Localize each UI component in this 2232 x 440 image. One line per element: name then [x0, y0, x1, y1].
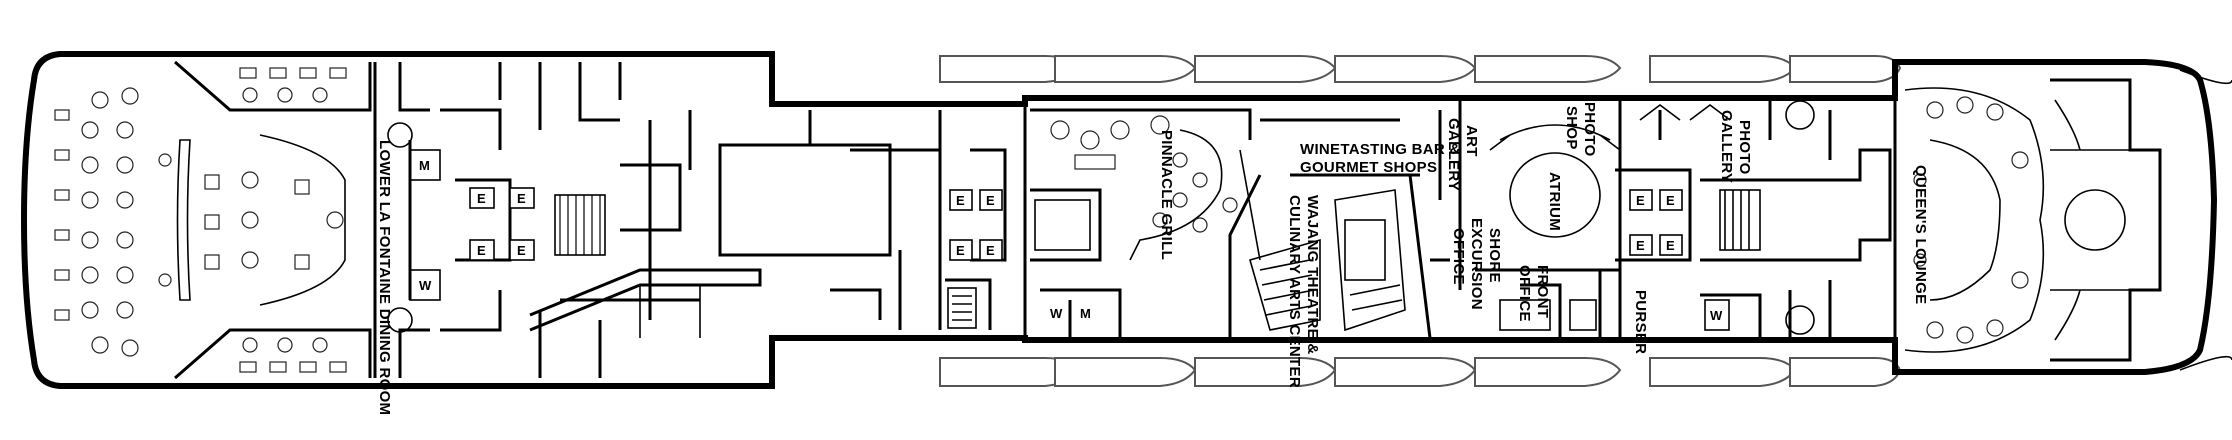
elevator-icon: E	[477, 191, 486, 206]
hull	[20, 51, 2232, 389]
restroom-women-icon: W	[1050, 306, 1063, 321]
forward-core	[1615, 100, 1892, 338]
winetasting-bar-label-line2: GOURMET SHOPS	[1300, 159, 1437, 176]
aft-core	[387, 62, 762, 378]
queens-lounge-label: QUEEN'S LOUNGE	[1912, 165, 1929, 304]
elevator-icon: E	[477, 243, 486, 258]
photo-gallery-label-line2: GALLERY	[1718, 110, 1735, 183]
restroom-men-icon: M	[419, 158, 430, 173]
winetasting-bar-label-line1: WINETASTING BAR &	[1300, 141, 1461, 158]
elevator-icon: E	[517, 243, 526, 258]
photo-shop-label-line2: SHOP	[1563, 106, 1580, 150]
restroom-women-icon: W	[1710, 308, 1723, 323]
theatre-label-line2: CULINARY ARTS CENTER	[1286, 195, 1303, 388]
elevator-icon: E	[517, 191, 526, 206]
shore-excursion-label-line1: SHORE	[1486, 228, 1503, 283]
midship-structure	[688, 104, 1122, 338]
lifeboats-bottom	[939, 357, 1902, 387]
pinnacle-grill-area	[1030, 108, 1261, 261]
front-office-label-line1: FRONT	[1534, 265, 1551, 318]
elevator-icon: E	[956, 243, 965, 258]
elevator-icon: E	[1666, 193, 1675, 208]
theatre-area	[1228, 118, 1450, 339]
dining-room-tables	[54, 67, 347, 373]
room-labels: LOWER LA FONTAINE DINING ROOM PINNACLE G…	[376, 102, 1929, 415]
restroom-labels: M W W M W	[419, 158, 1723, 323]
lifeboats-top	[939, 55, 1902, 83]
art-gallery-label-line1: ART	[1463, 125, 1480, 157]
elevator-icon: E	[1666, 238, 1675, 253]
purser-label: PURSER	[1632, 290, 1649, 354]
shore-excursion-label-line2: EXCURSION	[1468, 218, 1485, 310]
theatre-label-line1: WAJANG THEATRE &	[1304, 195, 1321, 355]
restroom-women-icon: W	[419, 278, 432, 293]
art-gallery-label-line2: GALLERY	[1445, 118, 1462, 191]
elevator-labels: E E E E E E E E E E E E	[477, 191, 1675, 258]
shore-excursion-label-line3: OFFICE	[1450, 228, 1467, 285]
photo-shop-label-line1: PHOTO	[1581, 102, 1598, 157]
dining-room-label: LOWER LA FONTAINE DINING ROOM	[376, 140, 393, 415]
atrium-label: ATRIUM	[1546, 172, 1563, 231]
queens-lounge-area	[1904, 87, 2130, 353]
photo-gallery-label-line1: PHOTO	[1736, 120, 1753, 175]
restroom-men-icon: M	[1080, 306, 1091, 321]
elevator-icon: E	[1636, 193, 1645, 208]
elevator-icon: E	[1636, 238, 1645, 253]
front-office-label-line2: OFFICE	[1516, 265, 1533, 322]
elevator-icon: E	[986, 243, 995, 258]
pinnacle-grill-label: PINNACLE GRILL	[1158, 130, 1175, 260]
atrium-area	[1438, 100, 1622, 338]
elevator-icon: E	[986, 193, 995, 208]
elevator-icon: E	[956, 193, 965, 208]
